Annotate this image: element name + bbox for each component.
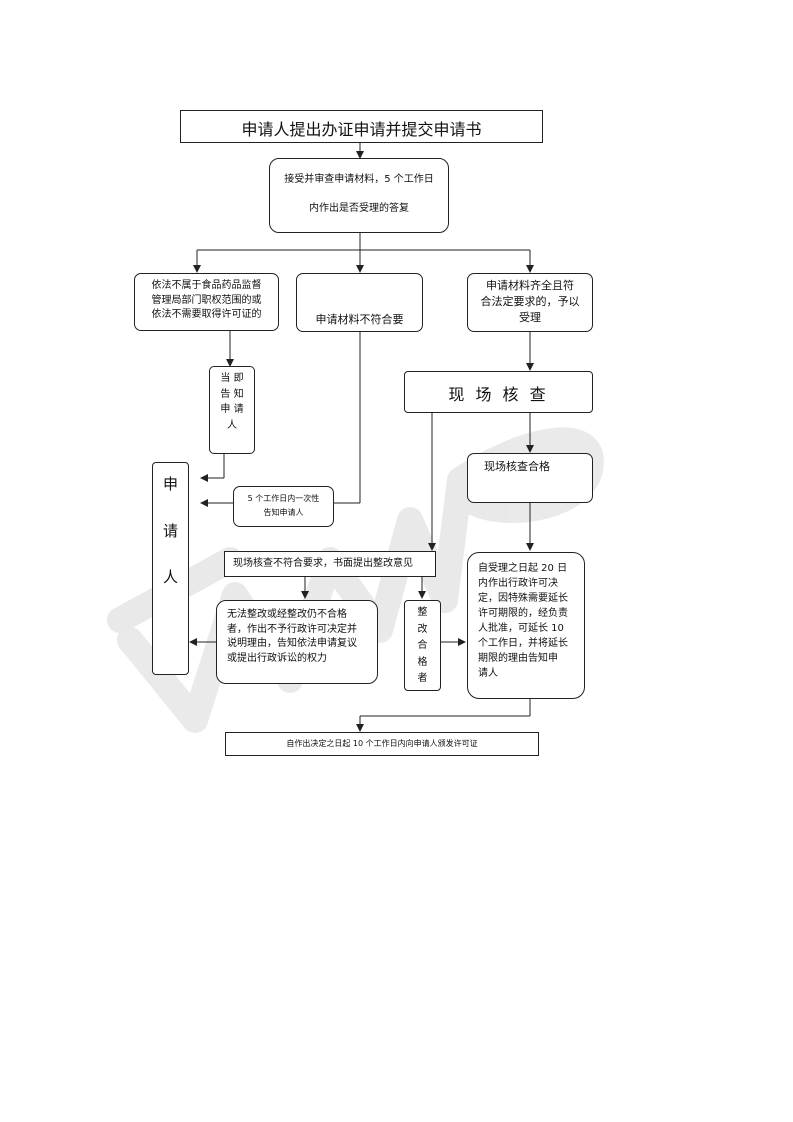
issue-box: 自作出决定之日起 10 个工作日内向申请人颁发许可证: [225, 732, 539, 756]
fixed-pass-text: 整 改 合 格 者: [417, 607, 428, 684]
applicant-box: 申 请 人: [152, 462, 189, 675]
accepted-box: 申请材料齐全且符 合法定要求的，予以 受理: [467, 273, 593, 332]
accepted-text: 申请材料齐全且符 合法定要求的，予以 受理: [480, 279, 580, 324]
check-fail-box: 现场核查不符合要求，书面提出整改意见: [224, 551, 436, 577]
check-pass-box: 现场核查合格: [467, 453, 593, 503]
apply-box: 申请人提出办证申请并提交申请书: [180, 110, 543, 143]
notify-once-text: 5 个工作日内一次性 告知申请人: [247, 494, 320, 517]
onsite-check-text: 现 场 核 查: [448, 385, 549, 404]
incomplete-text: 申请材料不符合要: [315, 313, 404, 326]
cannot-fix-box: 无法整改或经整改仍不合格 者，作出不予行政许可决定并 说明理由，告知依法申请复议…: [216, 600, 378, 684]
cannot-fix-text: 无法整改或经整改仍不合格 者，作出不予行政许可决定并 说明理由，告知依法申请复议…: [227, 609, 357, 664]
inform-now-text: 当 即 告 知 申 请 人: [220, 373, 244, 431]
check-fail-text: 现场核查不符合要求，书面提出整改意见: [233, 558, 413, 569]
applicant-text: 申 请 人: [162, 475, 178, 586]
onsite-check-box: 现 场 核 查: [404, 371, 593, 413]
decision-text: 自受理之日起 20 日 内作出行政许可决 定，因特殊需要延长 许可期限的，经负责…: [478, 563, 568, 679]
inform-now-box: 当 即 告 知 申 请 人: [209, 366, 255, 454]
review-box: 接受并审查申请材料，5 个工作日 内作出是否受理的答复: [269, 158, 449, 233]
apply-text: 申请人提出办证申请并提交申请书: [241, 120, 482, 139]
incomplete-box: 申请材料不符合要: [296, 273, 423, 332]
not-in-scope-box: 依法不属于食品药品监督 管理局部门职权范围的或 依法不需要取得许可证的: [134, 273, 279, 331]
fixed-pass-box: 整 改 合 格 者: [404, 600, 441, 691]
check-pass-text: 现场核查合格: [484, 460, 550, 473]
decision-box: 自受理之日起 20 日 内作出行政许可决 定，因特殊需要延长 许可期限的，经负责…: [467, 552, 585, 699]
review-text: 接受并审查申请材料，5 个工作日 内作出是否受理的答复: [284, 174, 434, 214]
issue-text: 自作出决定之日起 10 个工作日内向申请人颁发许可证: [286, 739, 478, 748]
notify-once-box: 5 个工作日内一次性 告知申请人: [233, 486, 334, 527]
not-in-scope-text: 依法不属于食品药品监督 管理局部门职权范围的或 依法不需要取得许可证的: [151, 280, 262, 320]
